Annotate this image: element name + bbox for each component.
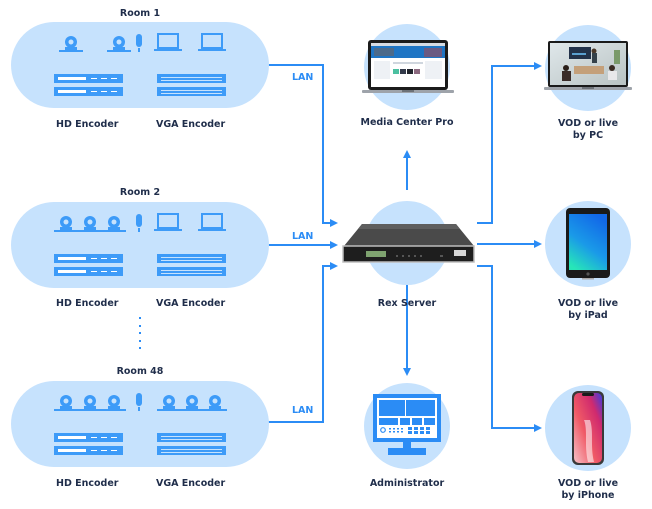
- camera-icon: [107, 36, 131, 52]
- lan-label: LAN: [292, 405, 314, 416]
- administrator-label: Administrator: [369, 478, 445, 489]
- output-pc-line2: by PC: [572, 130, 604, 141]
- laptop-video-icon: [544, 41, 632, 90]
- lan-label: LAN: [292, 72, 314, 83]
- lan-line-room1: [268, 64, 338, 227]
- vga-encoder-label: VGA Encoder: [156, 298, 226, 309]
- microphone-icon: [136, 34, 142, 52]
- smartphone-icon: [572, 391, 604, 465]
- microphone-icon: [136, 214, 142, 232]
- camera-icon: [102, 216, 126, 232]
- camera-icon: [59, 36, 83, 52]
- server-to-iphone-line: [477, 265, 542, 432]
- microphone-icon: [136, 393, 142, 411]
- camera-icon: [54, 216, 78, 232]
- hd-encoder-label: HD Encoder: [56, 298, 119, 309]
- server-to-pc-line: [477, 62, 542, 224]
- room-devices: [54, 393, 227, 455]
- output-iphone-line2: by iPhone: [561, 490, 615, 501]
- monitor-dashboard-icon: [373, 394, 441, 455]
- laptop-icon: [198, 213, 226, 231]
- camera-icon: [180, 395, 204, 411]
- lan-line-room48: [268, 262, 338, 423]
- hd-encoder-icon: [54, 254, 123, 276]
- room-title: Room 1: [119, 8, 161, 19]
- hd-encoder-icon: [54, 74, 123, 96]
- lan-label: LAN: [292, 231, 314, 242]
- tablet-icon: [566, 208, 610, 280]
- hd-encoder-label: HD Encoder: [56, 119, 119, 130]
- vga-encoder-icon: [157, 74, 226, 96]
- camera-icon: [78, 395, 102, 411]
- rex-server-label: Rex Server: [377, 298, 437, 309]
- laptop-icon: [154, 33, 182, 51]
- output-pc-line1: VOD or live: [557, 118, 619, 129]
- output-ipad-line2: by iPad: [568, 310, 608, 321]
- output-iphone-line1: VOD or live: [557, 478, 619, 489]
- media-center-label: Media Center Pro: [360, 117, 454, 128]
- camera-icon: [78, 216, 102, 232]
- camera-icon: [102, 395, 126, 411]
- vga-encoder-label: VGA Encoder: [156, 119, 226, 130]
- vga-encoder-label: VGA Encoder: [156, 478, 226, 489]
- room-devices: [54, 213, 226, 276]
- vga-encoder-icon: [157, 254, 226, 276]
- output-ipad-line1: VOD or live: [557, 298, 619, 309]
- room-title: Room 48: [116, 366, 164, 377]
- rack-server-icon: [342, 224, 475, 263]
- vga-encoder-icon: [157, 433, 226, 455]
- room-title: Room 2: [119, 187, 161, 198]
- camera-icon: [203, 395, 227, 411]
- hd-encoder-label: HD Encoder: [56, 478, 119, 489]
- laptop-icon: [198, 33, 226, 51]
- camera-icon: [157, 395, 181, 411]
- camera-icon: [54, 395, 78, 411]
- hd-encoder-icon: [54, 433, 123, 455]
- room-devices: [54, 33, 226, 96]
- laptop-icon: [154, 213, 182, 231]
- laptop-screenshot-icon: [362, 40, 454, 93]
